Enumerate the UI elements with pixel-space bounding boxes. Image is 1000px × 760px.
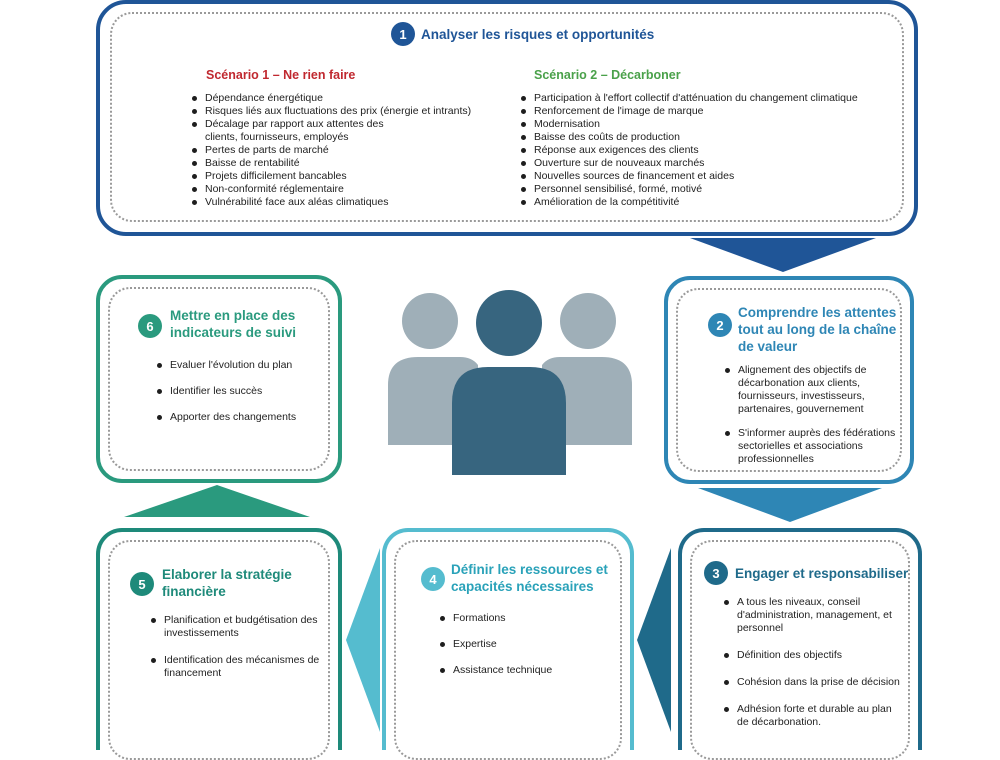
list-item: Formations bbox=[440, 612, 613, 625]
list-item: Apporter des changements bbox=[157, 411, 330, 424]
list-item: Cohésion dans la prise de décision bbox=[724, 676, 902, 689]
arrow-left-icon bbox=[637, 548, 671, 732]
step3-title: Engager et responsabiliser bbox=[735, 566, 909, 581]
list-item: A tous les niveaux, conseil d'administra… bbox=[724, 596, 902, 635]
step2-box: 2 Comprendre les attentes tout au long d… bbox=[664, 276, 914, 484]
step6-list: Evaluer l'évolution du plan Identifier l… bbox=[157, 359, 330, 424]
list-item: Non-conformité réglementaire bbox=[192, 183, 485, 196]
arrow-up-icon bbox=[124, 485, 310, 517]
list-item: Expertise bbox=[440, 638, 613, 651]
scenario1-title: Scénario 1 – Ne rien faire bbox=[206, 68, 356, 82]
list-item: Adhésion forte et durable au plan de déc… bbox=[724, 703, 902, 729]
list-item: Définition des objectifs bbox=[724, 649, 902, 662]
list-item: Nouvelles sources de financement et aide… bbox=[521, 170, 904, 183]
list-item: S'informer auprès des fédérations sector… bbox=[725, 427, 898, 466]
step4-box: 4 Définir les ressources et capacités né… bbox=[382, 528, 634, 760]
scenario2-list: Participation à l'effort collectif d'att… bbox=[521, 92, 904, 209]
step1-box: 1 Analyser les risques et opportunités S… bbox=[96, 0, 918, 236]
step3-list: A tous les niveaux, conseil d'administra… bbox=[724, 596, 902, 729]
step5-list: Planification et budgétisation des inves… bbox=[151, 614, 329, 680]
step5-number-badge: 5 bbox=[130, 572, 154, 596]
list-item: Baisse de rentabilité bbox=[192, 157, 485, 170]
step6-number-badge: 6 bbox=[138, 314, 162, 338]
list-item: Amélioration de la compétitivité bbox=[521, 196, 904, 209]
list-item: Modernisation bbox=[521, 118, 904, 131]
step6-title: Mettre en place des indicateurs de suivi bbox=[170, 308, 297, 340]
list-item: Projets difficilement bancables bbox=[192, 170, 485, 183]
list-item: Décalage par rapport aux attentes des cl… bbox=[192, 118, 395, 144]
step3-number-badge: 3 bbox=[704, 561, 728, 585]
step3-box: 3 Engager et responsabiliser A tous les … bbox=[678, 528, 922, 760]
list-item: Personnel sensibilisé, formé, motivé bbox=[521, 183, 904, 196]
list-item: Risques liés aux fluctuations des prix (… bbox=[192, 105, 485, 118]
scenario2-title: Scénario 2 – Décarboner bbox=[534, 68, 681, 82]
list-item: Ouverture sur de nouveaux marchés bbox=[521, 157, 904, 170]
list-item: Alignement des objectifs de décarbonatio… bbox=[725, 364, 898, 416]
step1-number-badge: 1 bbox=[391, 22, 415, 46]
group-of-people-icon bbox=[388, 290, 632, 475]
step2-title: Comprendre les attentes tout au long de … bbox=[738, 305, 897, 354]
step4-list: Formations Expertise Assistance techniqu… bbox=[440, 612, 613, 677]
list-item: Identification des mécanismes de finance… bbox=[151, 654, 329, 680]
scenario1-list: Dépendance énergétique Risques liés aux … bbox=[192, 92, 485, 209]
list-item: Assistance technique bbox=[440, 664, 613, 677]
list-item: Participation à l'effort collectif d'att… bbox=[521, 92, 904, 105]
step1-title: Analyser les risques et opportunités bbox=[421, 27, 655, 42]
step4-title: Définir les ressources et capacités néce… bbox=[451, 562, 608, 594]
list-item: Planification et budgétisation des inves… bbox=[151, 614, 329, 640]
step6-box: 6 Mettre en place des indicateurs de sui… bbox=[96, 275, 342, 483]
step5-title: Elaborer la stratégie financière bbox=[162, 567, 292, 599]
list-item: Baisse des coûts de production bbox=[521, 131, 904, 144]
step5-box: 5 Elaborer la stratégie financière Plani… bbox=[96, 528, 342, 760]
list-item: Pertes de parts de marché bbox=[192, 144, 485, 157]
step4-number-badge: 4 bbox=[421, 567, 445, 591]
arrow-down-icon bbox=[690, 238, 876, 272]
list-item: Identifier les succès bbox=[157, 385, 330, 398]
step2-number-badge: 2 bbox=[708, 313, 732, 337]
arrow-left-icon bbox=[346, 548, 380, 732]
arrow-down-icon bbox=[698, 488, 882, 522]
list-item: Renforcement de l'image de marque bbox=[521, 105, 904, 118]
list-item: Vulnérabilité face aux aléas climatiques bbox=[192, 196, 485, 209]
list-item: Evaluer l'évolution du plan bbox=[157, 359, 330, 372]
step2-list: Alignement des objectifs de décarbonatio… bbox=[725, 364, 898, 466]
list-item: Réponse aux exigences des clients bbox=[521, 144, 904, 157]
list-item: Dépendance énergétique bbox=[192, 92, 485, 105]
